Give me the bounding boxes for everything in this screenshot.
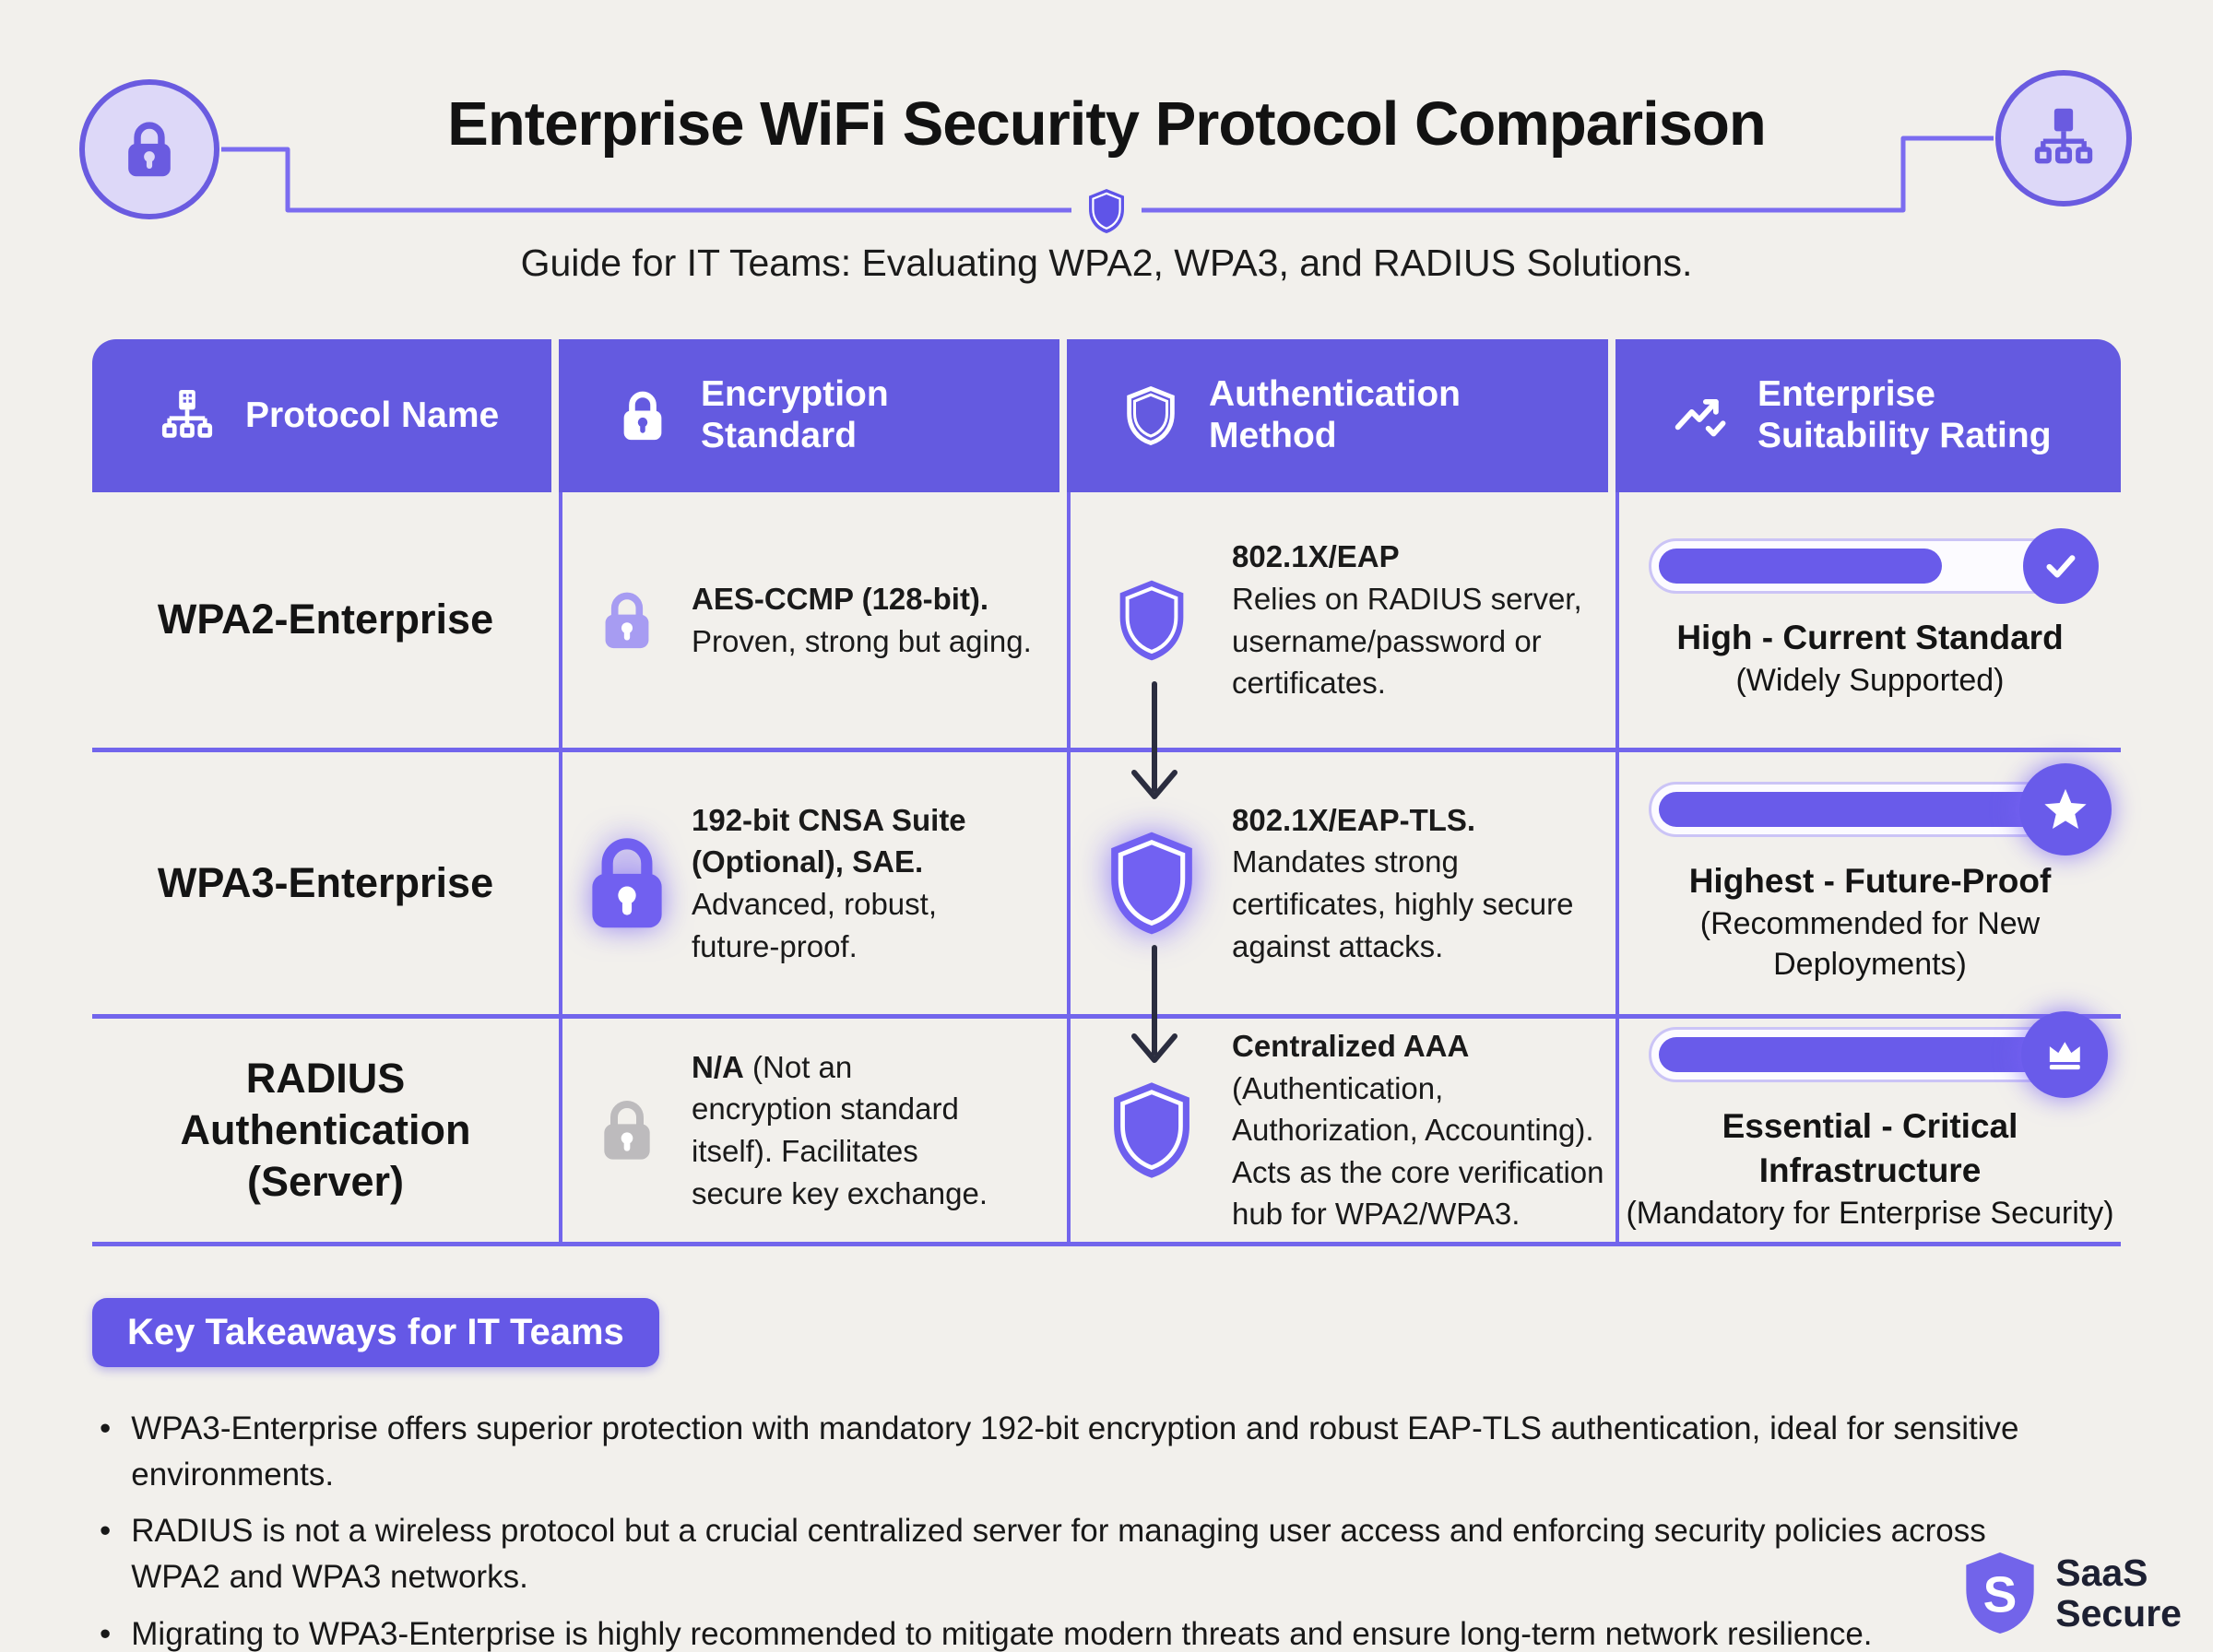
table-row-wpa3: WPA3-Enterprise 192-bit CNSA Suite (Opti…	[92, 752, 2121, 1019]
authentication-text: 802.1X/EAP-TLS.Mandates strong certifica…	[1232, 802, 1574, 963]
rating-bar-fill	[1659, 549, 1943, 584]
encryption-text: 192-bit CNSA Suite (Optional), SAE.Advan…	[692, 802, 966, 963]
sitemap-icon	[161, 389, 213, 438]
lock-icon	[592, 585, 662, 655]
protocol-name-cell: RADIUS Authentication (Server)	[180, 1054, 471, 1206]
rating-bar	[1649, 1010, 2108, 1098]
authentication-text: Centralized AAA(Authentication, Authoriz…	[1232, 1029, 1604, 1232]
rating-bar	[1649, 528, 2099, 605]
protocol-name-cell: WPA2-Enterprise	[157, 596, 494, 643]
shield-icon	[1100, 1079, 1203, 1182]
column-header-label: Enterprise Suitability Rating	[1757, 374, 2052, 455]
trending-up-icon	[1675, 398, 1726, 437]
bullet-dot: •	[100, 1513, 112, 1550]
rating-cell: Highest - Future-Proof (Recommended for …	[1615, 752, 2121, 1014]
authentication-cell: Centralized AAA(Authentication, Authoriz…	[1067, 1019, 1615, 1242]
column-header-suitability-rating: Enterprise Suitability Rating	[1615, 339, 2121, 492]
encryption-cell: AES-CCMP (128-bit).Proven, strong but ag…	[559, 492, 1067, 748]
column-header-authentication-method: Authentication Method	[1067, 339, 1615, 492]
lock-icon	[128, 122, 171, 177]
column-header-label: Authentication Method	[1209, 374, 1461, 455]
key-takeaways-section: Key Takeaways for IT Teams •WPA3-Enterpr…	[92, 1298, 2139, 1652]
lock-icon	[571, 827, 683, 939]
brand-logo-text: SaaS Secure	[2055, 1551, 2182, 1634]
lock-icon	[623, 391, 662, 441]
column-header-label: Protocol Name	[245, 395, 500, 435]
takeaway-item: •Migrating to WPA3-Enterprise is highly …	[100, 1611, 2082, 1652]
hero-lock-badge	[79, 79, 219, 219]
hero-network-badge	[1995, 70, 2132, 206]
brand-logo: S SaaS Secure	[1959, 1549, 2182, 1637]
shield-icon	[1108, 577, 1195, 664]
column-header-label: Encryption Standard	[701, 374, 889, 455]
table-row-radius: RADIUS Authentication (Server) N/A (Not …	[92, 1010, 2121, 1246]
shield-icon	[1096, 828, 1207, 938]
column-header-encryption-standard: Encryption Standard	[559, 339, 1067, 492]
page-title: Enterprise WiFi Security Protocol Compar…	[447, 89, 1767, 159]
table-header-row: Protocol Name Encryption Standard Authen…	[92, 339, 2121, 492]
svg-text:S: S	[1983, 1566, 2018, 1623]
column-header-protocol-name: Protocol Name	[92, 339, 559, 492]
page-subtitle: Guide for IT Teams: Evaluating WPA2, WPA…	[520, 242, 1693, 284]
takeaways-title-badge: Key Takeaways for IT Teams	[92, 1298, 659, 1367]
protocol-name-cell: WPA3-Enterprise	[157, 858, 494, 906]
bullet-dot: •	[100, 1410, 112, 1446]
takeaways-list: •WPA3-Enterprise offers superior protect…	[100, 1406, 2139, 1652]
encryption-text: AES-CCMP (128-bit).Proven, strong but ag…	[692, 581, 1032, 658]
shield-s-icon: S	[1966, 1552, 2034, 1634]
rating-label: High - Current Standard (Widely Supporte…	[1676, 619, 2064, 699]
takeaway-item: •RADIUS is not a wireless protocol but a…	[100, 1508, 2082, 1599]
rating-label: Essential - Critical Infrastructure (Man…	[1626, 1106, 2114, 1231]
rating-bar-fill	[1659, 791, 2076, 827]
bullet-dot: •	[100, 1615, 112, 1652]
encryption-cell: 192-bit CNSA Suite (Optional), SAE.Advan…	[559, 752, 1067, 1014]
lock-icon	[590, 1093, 664, 1167]
takeaway-item: •WPA3-Enterprise offers superior protect…	[100, 1406, 2082, 1497]
shield-outline-icon	[1127, 385, 1175, 445]
encryption-cell: N/A (Not an encryption standard itself).…	[559, 1019, 1067, 1242]
network-sitemap-icon	[2034, 108, 2093, 164]
rating-label: Highest - Future-Proof (Recommended for …	[1688, 861, 2052, 983]
check-icon	[2023, 528, 2099, 605]
crown-icon	[2021, 1010, 2108, 1098]
star-icon	[2019, 762, 2112, 856]
authentication-cell: 802.1X/EAP-TLS.Mandates strong certifica…	[1067, 752, 1615, 1014]
rating-cell: Essential - Critical Infrastructure (Man…	[1615, 1010, 2121, 1242]
rating-cell: High - Current Standard (Widely Supporte…	[1615, 492, 2121, 748]
comparison-table: Protocol Name Encryption Standard Authen…	[92, 339, 2121, 1246]
rating-bar	[1649, 762, 2112, 856]
table-row-wpa2: WPA2-Enterprise AES-CCMP (128-bit).Prove…	[92, 492, 2121, 752]
encryption-text: N/A (Not an encryption standard itself).…	[692, 1049, 988, 1210]
rating-bar-fill	[1659, 1036, 2071, 1072]
shield-icon	[1089, 189, 1124, 233]
